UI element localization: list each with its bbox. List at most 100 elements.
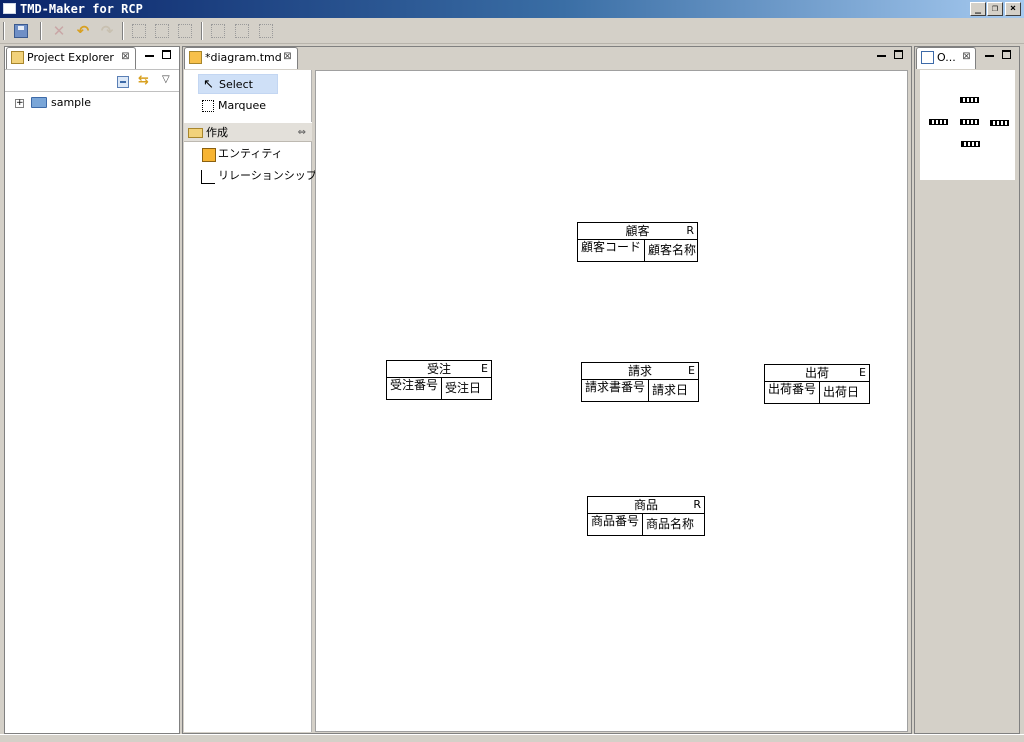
maximize-icon — [894, 50, 903, 59]
minimize-button[interactable]: _ — [970, 2, 986, 16]
align-bottom-icon — [259, 24, 273, 38]
redo-button[interactable]: ↷ — [98, 22, 116, 40]
minimize-icon — [985, 50, 994, 57]
collapse-all-icon — [120, 81, 126, 83]
palette-entity-tool[interactable]: エンティティ — [198, 144, 283, 164]
entity-key: 顧客コード — [578, 240, 646, 261]
minimize-view-button[interactable] — [145, 50, 155, 60]
align-left-button[interactable] — [130, 22, 148, 40]
save-button[interactable] — [12, 22, 30, 40]
folder-tab-icon — [11, 51, 24, 64]
palette-item-label: Marquee — [218, 99, 267, 112]
outline-icon — [921, 51, 934, 64]
entity-type: R — [686, 224, 694, 237]
maximize-editor-button[interactable] — [894, 50, 904, 60]
align-center-button[interactable] — [153, 22, 171, 40]
entity-key: 商品番号 — [588, 514, 644, 535]
palette-item-label: Select — [219, 78, 253, 91]
maximize-view-button[interactable] — [162, 50, 172, 60]
entity-icon — [202, 148, 216, 162]
outline-entity-thumb — [961, 141, 980, 147]
outline-thumbnail[interactable] — [920, 70, 1015, 180]
entity-name: 顧客 — [625, 224, 650, 238]
tree-item-label: sample — [51, 96, 91, 109]
entity-attribute: 受注日 — [445, 381, 482, 395]
minimize-outline-button[interactable] — [985, 50, 995, 60]
minimize-icon — [145, 50, 154, 57]
project-explorer-panel: Project Explorer ⊠ ⇆ ▽ + sample — [4, 46, 180, 734]
align-bottom-button[interactable] — [257, 22, 275, 40]
tab-diagram-editor[interactable]: *diagram.tmd ⊠ — [184, 47, 298, 69]
align-center-icon — [155, 24, 169, 38]
close-icon[interactable]: ⊠ — [121, 51, 130, 62]
palette-marquee-tool[interactable]: Marquee — [198, 96, 266, 116]
align-right-icon — [178, 24, 192, 38]
tab-project-explorer[interactable]: Project Explorer ⊠ — [6, 47, 136, 69]
entity-attribute: 商品名称 — [646, 517, 695, 531]
entity-name: 出荷 — [804, 366, 829, 380]
undo-icon: ↶ — [76, 22, 90, 40]
palette-item-label: エンティティ — [218, 147, 283, 160]
restore-button[interactable]: ❐ — [987, 2, 1003, 16]
minimize-icon — [877, 50, 886, 57]
entity-name: 請求 — [627, 364, 652, 378]
palette-drawer-label: 作成 — [206, 126, 228, 139]
close-icon[interactable]: ⊠ — [962, 51, 971, 62]
align-right-button[interactable] — [176, 22, 194, 40]
toolbar-grip — [3, 22, 5, 40]
diagram-file-icon — [189, 51, 202, 64]
app-icon — [3, 3, 16, 14]
save-icon — [14, 24, 28, 38]
pin-icon[interactable]: ⇔ — [297, 127, 306, 138]
collapse-all-button[interactable] — [117, 76, 129, 88]
undo-button[interactable]: ↶ — [74, 22, 92, 40]
window-title: TMD-Maker for RCP — [20, 2, 143, 16]
toolbar-separator — [201, 22, 203, 40]
entity-kokyaku[interactable]: 顧客 R 顧客コード顧客名称 — [577, 222, 698, 262]
entity-attribute: 顧客名称 — [648, 243, 697, 257]
align-middle-button[interactable] — [233, 22, 251, 40]
outline-entity-thumb — [960, 97, 979, 103]
entity-type: E — [481, 362, 488, 375]
delete-icon: ✕ — [52, 22, 66, 40]
tab-outline[interactable]: O... ⊠ — [916, 47, 976, 69]
expand-icon[interactable]: + — [15, 98, 24, 108]
entity-name: 受注 — [426, 362, 451, 376]
project-folder-icon — [31, 97, 47, 108]
outline-entity-thumb — [990, 120, 1009, 126]
view-menu-button[interactable]: ▽ — [162, 74, 170, 85]
entity-attribute: 請求日 — [652, 383, 689, 397]
main-toolbar: ✕ ↶ ↷ — [0, 18, 1024, 44]
relationship-icon — [201, 170, 215, 184]
link-editor-icon: ⇆ — [138, 73, 149, 88]
palette-relationship-tool[interactable]: リレーションシップ — [198, 166, 317, 186]
entity-type: R — [693, 498, 701, 511]
outline-entity-thumb — [960, 119, 979, 125]
delete-button[interactable]: ✕ — [50, 22, 68, 40]
chevron-down-icon: ▽ — [162, 74, 170, 85]
tree-item-sample[interactable]: + sample — [13, 95, 173, 111]
title-bar: TMD-Maker for RCP _ ❐ × — [0, 0, 1024, 18]
palette-drawer-create[interactable]: 作成 ⇔ — [184, 122, 312, 142]
tab-label: *diagram.tmd — [205, 51, 282, 64]
redo-icon: ↷ — [100, 22, 114, 40]
open-folder-icon — [188, 128, 203, 138]
tab-label: O... — [937, 51, 956, 64]
align-top-icon — [211, 24, 225, 38]
tab-label: Project Explorer — [27, 51, 114, 64]
minimize-editor-button[interactable] — [877, 50, 887, 60]
palette-item-label: リレーションシップ — [218, 169, 317, 182]
maximize-outline-button[interactable] — [1002, 50, 1012, 60]
outline-entity-thumb — [929, 119, 948, 125]
link-with-editor-button[interactable]: ⇆ — [138, 74, 154, 88]
close-icon[interactable]: ⊠ — [283, 51, 292, 62]
align-top-button[interactable] — [209, 22, 227, 40]
close-window-button[interactable]: × — [1005, 2, 1021, 16]
palette-select-tool[interactable]: ↖ Select — [198, 74, 278, 94]
align-middle-icon — [235, 24, 249, 38]
